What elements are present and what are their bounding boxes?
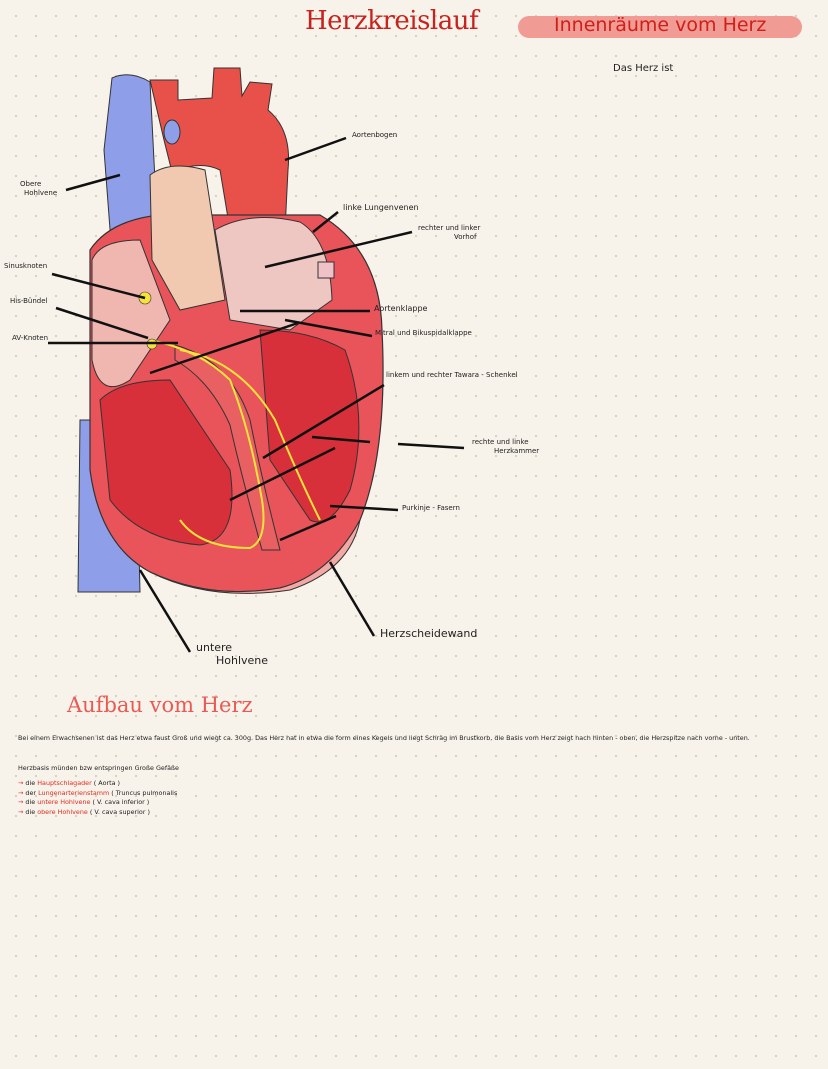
label-purkinje: Purkinje - Fasern [402,504,460,512]
vessel-list: → die Hauptschlagader ( Aorta ) → der Lu… [18,779,177,817]
label-sinusknoten: Sinusknoten [4,262,48,270]
arrow-icon: → [18,807,24,816]
heart-diagram [48,67,465,653]
conduction-path-left [179,349,321,521]
aorta [149,67,290,231]
label-obere-hohlvene: Obere Hohlvene [20,180,58,197]
right-ventricle [99,379,233,546]
label-av-knoten: AV-Knoten [12,334,49,342]
conduction-path [149,339,265,550]
right-heading: Innenräume vom Herz [554,14,767,36]
label-his-buendel: His-Bündel [10,297,48,305]
label-herzkammer: rechte und linke Herzkammer [472,438,540,455]
label-aortenklappe: Aortenklappe [374,304,428,313]
arrow-icon: → [18,779,24,787]
pulmonary-trunk [149,165,226,311]
pericardium-rim [149,519,361,594]
arrow-icon: → [18,788,24,797]
label-lungenvenen: linke Lungenvenen [343,203,419,212]
label-scheidewand: Herzscheidewand [380,627,478,640]
label-untere-hohlvene: untere Hohlvene [196,641,269,667]
label-mitral: Mitral und Bikuspidalklappe [375,329,472,337]
label-aortenbogen: Aortenbogen [352,131,398,139]
arrow-icon: → [18,798,24,807]
leader-lines [48,136,465,653]
intro-paragraph: Bei einem Erwachsenen ist das Herz etwa … [18,734,750,742]
herzbasis-intro: Herzbasis münden bzw entspringen Große G… [18,764,179,772]
right-heading-highlight: Innenräume vom Herz [518,14,802,38]
left-atrium [214,217,333,331]
list-item: → der Lungenarterienstamm ( Truncus pulm… [18,788,178,797]
label-tawara: linkem und rechter Tawara - Schenkel [386,371,518,379]
list-item: → die Hauptschlagader ( Aorta ) [18,779,121,787]
aorta-opening [163,119,181,145]
right-subtext: Das Herz ist [613,63,674,74]
septum [174,344,281,551]
section-title: Aufbau vom Herz [67,693,253,717]
list-item: → die obere Hohlvene ( V. cava superior … [18,807,150,816]
list-item: → die untere Hohlvene ( V. cava inferior… [18,798,150,807]
page-title: Herzkreislauf [305,6,479,36]
label-vorhof: rechter und linker Vorhof [418,224,481,241]
pulmonary-vein [317,261,335,279]
right-atrium [91,239,171,388]
